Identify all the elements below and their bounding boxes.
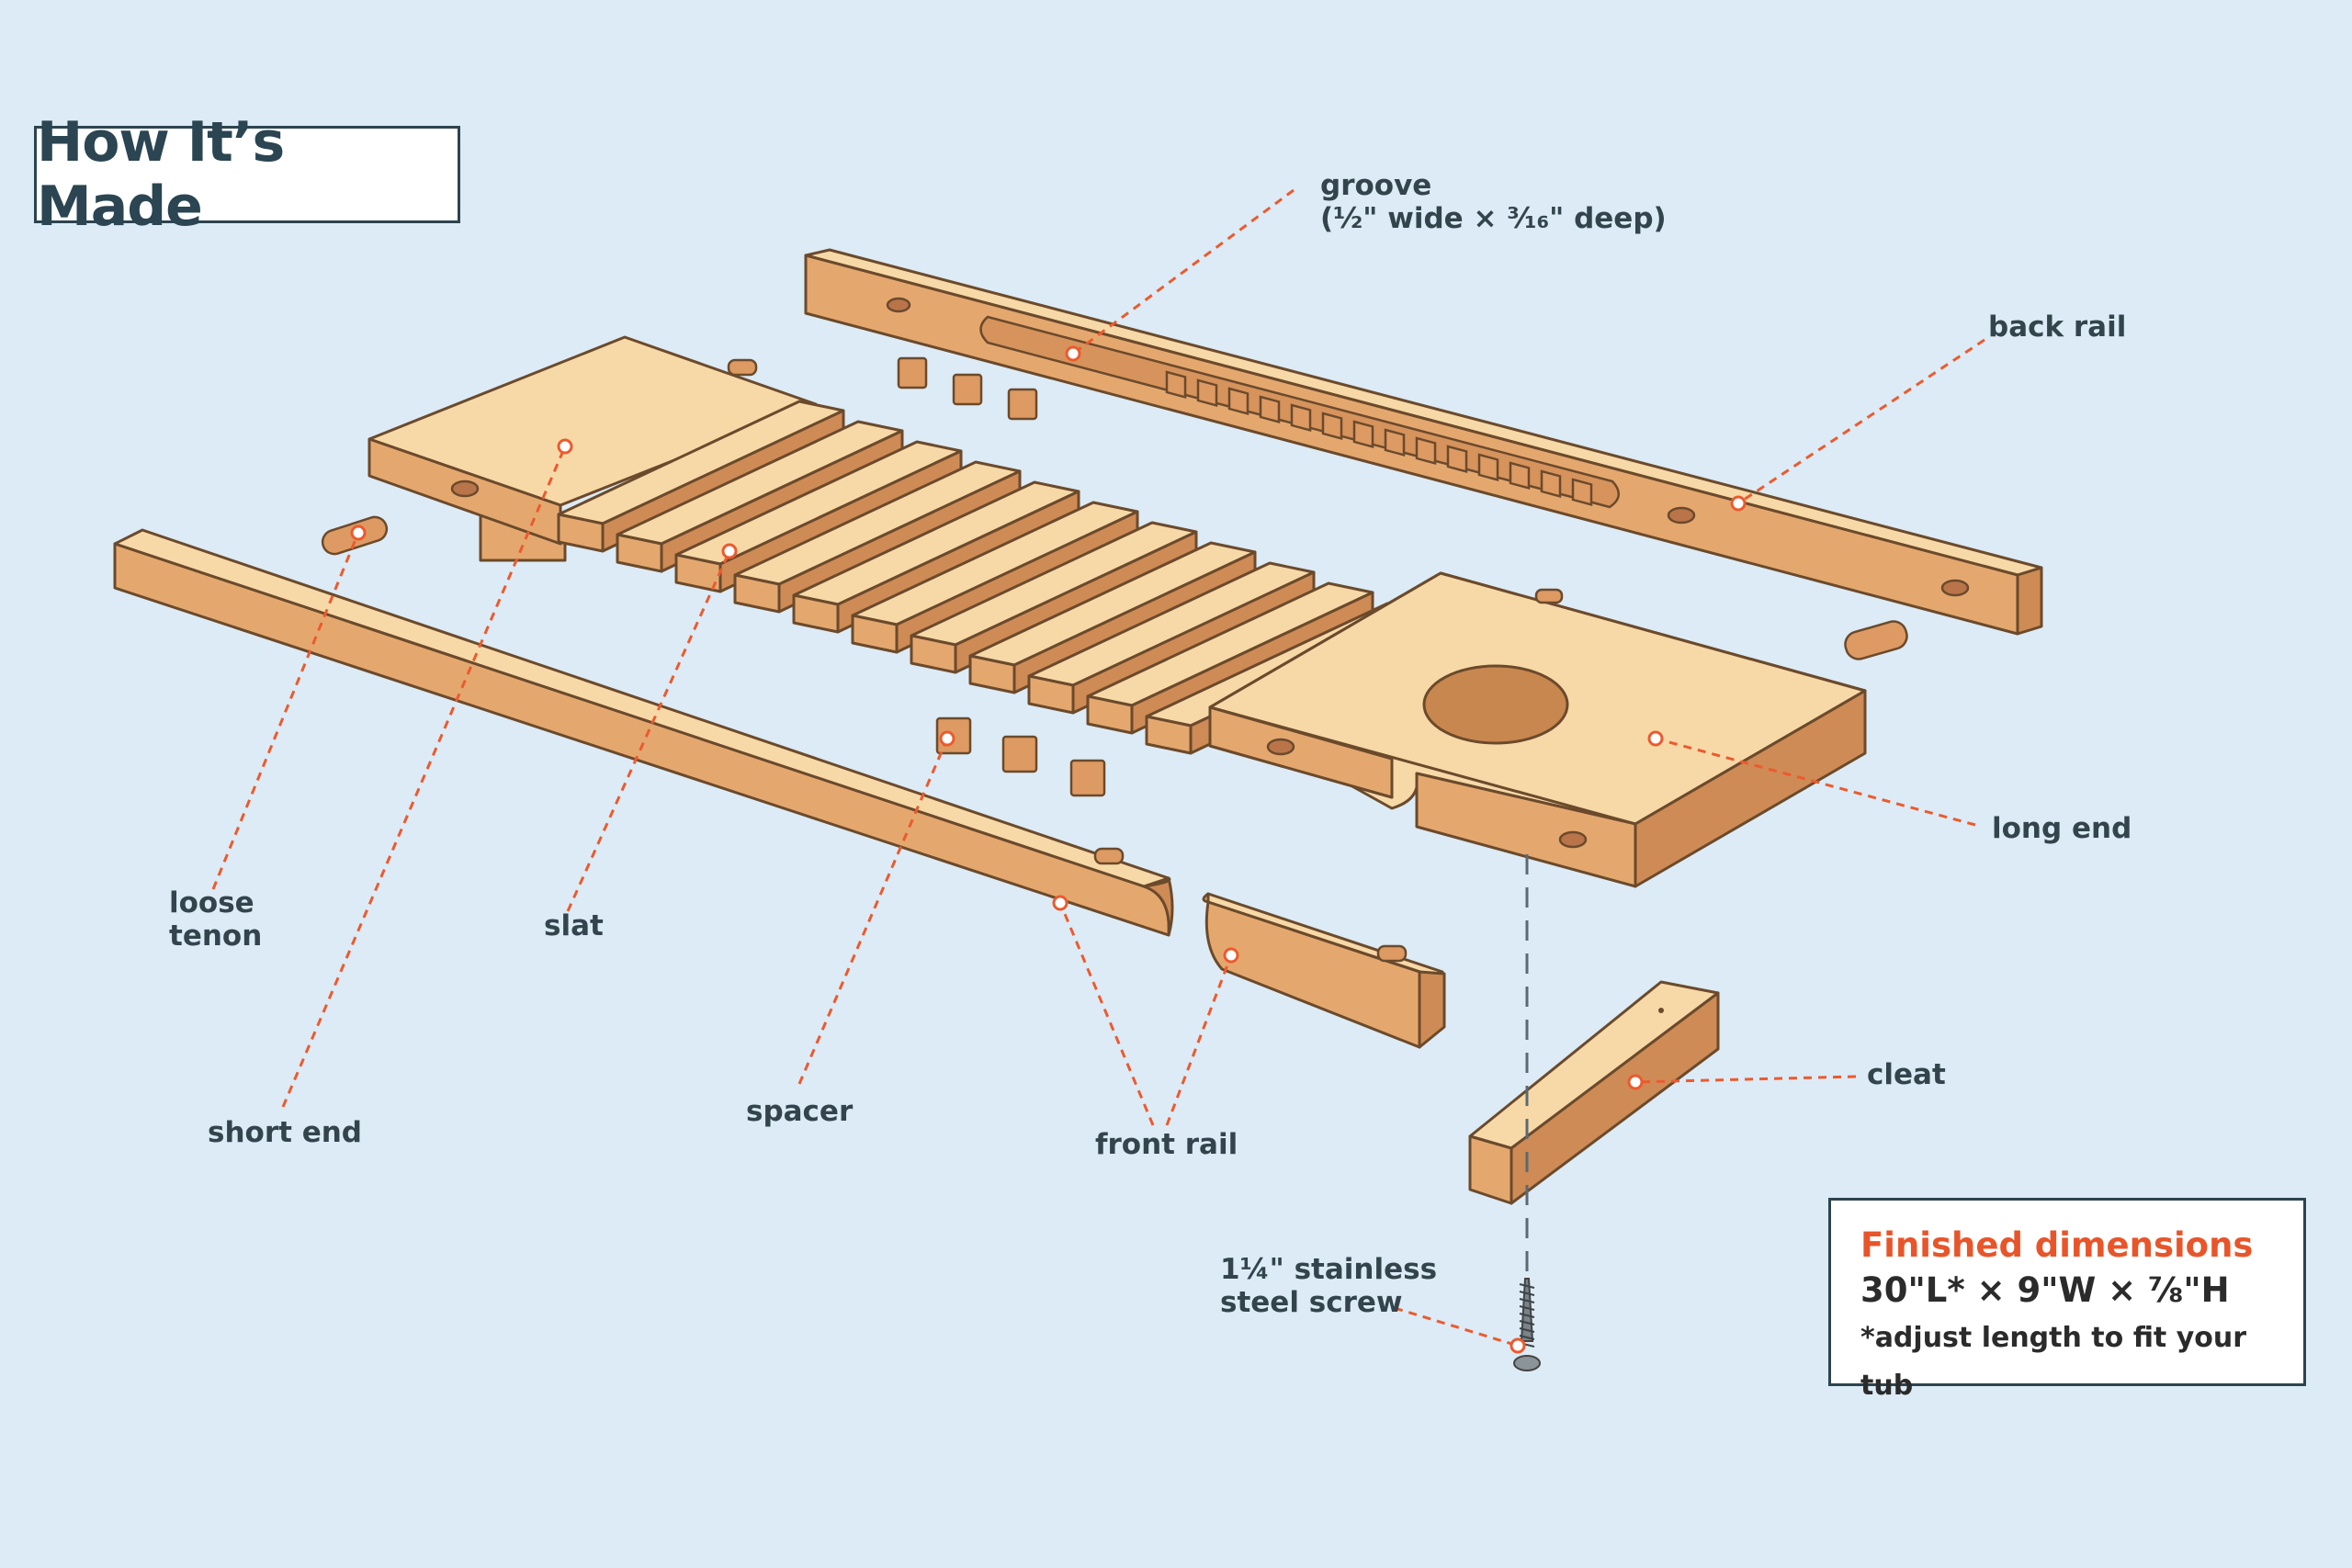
screw-thread <box>1519 1320 1535 1325</box>
title-box: How It’s Made <box>34 110 460 239</box>
groove-spacer <box>1415 436 1437 465</box>
dimensions-heading: Finished dimensions <box>1860 1225 2254 1265</box>
label-screw: 1¼" stainless steel screw <box>1220 1253 1438 1319</box>
label-spacer: spacer <box>746 1095 854 1128</box>
groove-spacer <box>1571 478 1593 506</box>
page-title: How It’s Made <box>37 110 285 239</box>
groove-spacer <box>1446 445 1468 473</box>
groove-spacer <box>1321 412 1343 440</box>
label-groove: groove (½" wide × ³⁄₁₆" deep) <box>1320 169 1667 235</box>
label-loose-tenon: loose tenon <box>169 886 263 953</box>
screw-thread <box>1519 1327 1535 1333</box>
spacers-bottom <box>935 716 1106 797</box>
groove-spacer <box>1165 370 1187 399</box>
groove-spacer <box>1196 378 1218 407</box>
screw-thread <box>1519 1313 1535 1318</box>
groove-spacer <box>1384 428 1406 457</box>
groove-spacer <box>1509 461 1531 490</box>
groove-spacer <box>1227 387 1250 415</box>
back-rail <box>804 248 2043 636</box>
label-front-rail: front rail <box>1095 1128 1238 1161</box>
groove-spacer <box>1352 420 1374 448</box>
cleat <box>1468 980 1720 1205</box>
screw-thread <box>1519 1335 1535 1340</box>
dimensions-note: *adjust length to fit your tub <box>1860 1322 2247 1402</box>
label-cleat: cleat <box>1867 1058 1946 1091</box>
finished-dimensions-box: Finished dimensions 30"L* × 9"W × ⅞"H *a… <box>1828 1198 2306 1402</box>
leader-lines <box>211 188 1985 1348</box>
screw-thread <box>1519 1298 1535 1303</box>
label-back-rail: back rail <box>1988 310 2127 344</box>
spacers-top <box>897 356 1038 421</box>
groove-spacer <box>1477 453 1499 481</box>
groove-spacer <box>1259 395 1281 423</box>
stainless-steel-screw <box>1513 1278 1541 1371</box>
dimensions-value: 30"L* × 9"W × ⅞"H <box>1860 1270 2230 1310</box>
front-rail-right <box>1202 892 1446 1049</box>
leader-dots <box>350 345 1747 1354</box>
groove-spacer <box>1540 469 1562 498</box>
label-short-end: short end <box>208 1116 363 1149</box>
short-end <box>368 335 818 562</box>
screw-thread <box>1519 1305 1535 1311</box>
screw-thread <box>1519 1283 1535 1289</box>
groove-spacer <box>1290 403 1312 432</box>
label-slat: slat <box>544 909 604 942</box>
long-end <box>1208 571 1867 888</box>
loose-tenon-right <box>1844 620 1908 660</box>
slat <box>968 541 1257 694</box>
screw-thread <box>1519 1291 1535 1296</box>
label-long-end: long end <box>1992 812 2132 845</box>
